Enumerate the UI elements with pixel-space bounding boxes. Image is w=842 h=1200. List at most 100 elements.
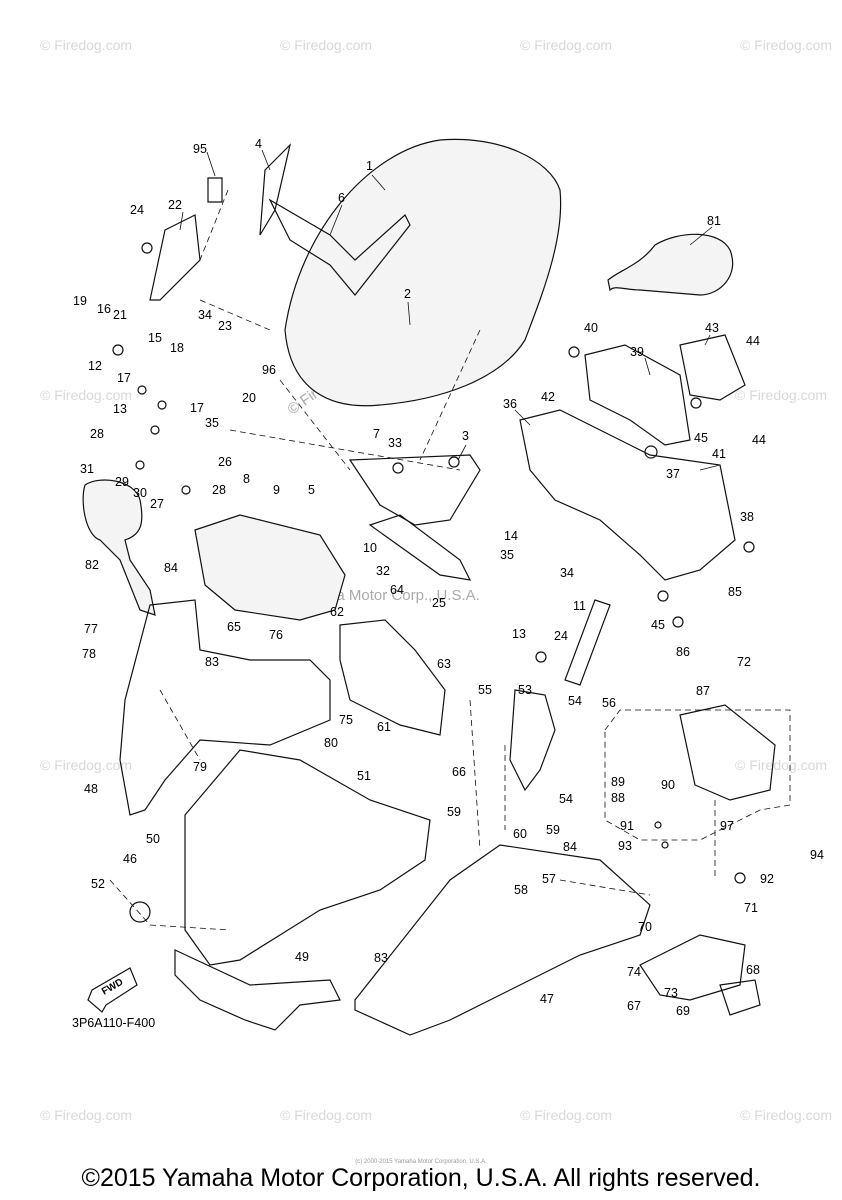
callout-62: 62 — [330, 605, 344, 619]
callout-45: 45 — [651, 618, 665, 632]
callout-66: 66 — [452, 765, 466, 779]
callout-72: 72 — [737, 655, 751, 669]
callout-11: 11 — [573, 599, 586, 613]
windscreen-part — [284, 138, 562, 407]
callout-63: 63 — [437, 657, 451, 671]
callout-22: 22 — [168, 198, 182, 212]
callout-8: 8 — [243, 472, 250, 486]
callout-14: 14 — [504, 529, 518, 543]
watermark-text: © Firedog.com — [735, 387, 827, 403]
watermark-text: © Firedog.com — [740, 37, 832, 53]
callout-97: 97 — [720, 819, 734, 833]
callout-58: 58 — [514, 883, 528, 897]
callout-42: 42 — [541, 390, 555, 404]
ecu-box-part — [679, 704, 776, 801]
callout-46: 46 — [123, 852, 137, 866]
relay-box-part — [194, 514, 346, 621]
callout-17: 17 — [190, 401, 204, 415]
callout-27: 27 — [150, 497, 164, 511]
front-cowling-part — [184, 749, 431, 966]
callout-85: 85 — [728, 585, 742, 599]
callout-28: 28 — [212, 483, 226, 497]
callout-13: 13 — [113, 402, 127, 416]
callout-29: 29 — [115, 475, 129, 489]
stay-bracket-part — [519, 409, 736, 581]
callout-41: 41 — [712, 447, 726, 461]
watermark-text: © Firedog.com — [520, 37, 612, 53]
watermark-text: © Firedog.com — [520, 1107, 612, 1123]
watermark-text: © Firedog.com — [40, 757, 132, 773]
callout-90: 90 — [661, 778, 675, 792]
callout-86: 86 — [676, 645, 690, 659]
callout-10: 10 — [363, 541, 377, 555]
callout-17: 17 — [117, 371, 131, 385]
callout-69: 69 — [676, 1004, 690, 1018]
callout-78: 78 — [82, 647, 96, 661]
callout-45: 45 — [694, 431, 708, 445]
callout-88: 88 — [611, 791, 625, 805]
copyright-notice: ©2015 Yamaha Motor Corporation, U.S.A. A… — [81, 1164, 761, 1192]
fasteners — [112, 242, 755, 923]
bracket-part — [719, 979, 761, 1016]
caution-label-part — [207, 177, 223, 203]
watermark-text: © Firedog.com — [735, 757, 827, 773]
callout-48: 48 — [84, 782, 98, 796]
callout-80: 80 — [324, 736, 338, 750]
callout-34: 34 — [198, 308, 212, 322]
callout-43: 43 — [705, 321, 719, 335]
callout-55: 55 — [478, 683, 492, 697]
callout-32: 32 — [376, 564, 390, 578]
watermark-text: © Firedog.com — [280, 37, 372, 53]
callout-82: 82 — [85, 558, 99, 572]
watermark-text: © Firedog.com — [740, 1107, 832, 1123]
callout-12: 12 — [88, 359, 102, 373]
callout-91: 91 — [620, 819, 634, 833]
inner-panel-part — [339, 619, 446, 736]
callout-15: 15 — [148, 331, 162, 345]
left-mirror-part — [82, 479, 156, 616]
callout-70: 70 — [638, 920, 652, 934]
fine-print: (c) 2000-2015 Yamaha Motor Corporation, … — [355, 1159, 487, 1165]
callout-53: 53 — [518, 683, 532, 697]
right-mirror-part — [607, 233, 734, 296]
callout-74: 74 — [627, 965, 641, 979]
callout-59: 59 — [546, 823, 560, 837]
callout-84: 84 — [563, 840, 577, 854]
callout-67: 67 — [627, 999, 641, 1013]
callout-95: 95 — [193, 142, 207, 156]
callout-73: 73 — [664, 986, 678, 1000]
callout-21: 21 — [113, 308, 127, 322]
callout-20: 20 — [242, 391, 256, 405]
callout-87: 87 — [696, 684, 710, 698]
meter-panel-part — [584, 344, 691, 446]
callout-60: 60 — [513, 827, 527, 841]
callout-84: 84 — [164, 561, 178, 575]
callout-1: 1 — [366, 159, 373, 173]
callout-57: 57 — [542, 872, 556, 886]
callout-2: 2 — [404, 287, 411, 301]
callout-65: 65 — [227, 620, 241, 634]
callout-34: 34 — [560, 566, 574, 580]
callout-3: 3 — [462, 429, 469, 443]
callout-44: 44 — [752, 433, 766, 447]
bracket-part — [639, 934, 746, 1001]
callout-83: 83 — [374, 951, 388, 965]
callout-49: 49 — [295, 950, 309, 964]
callout-37: 37 — [666, 467, 680, 481]
lower-cowling-part — [174, 949, 341, 1031]
callout-30: 30 — [133, 486, 147, 500]
callout-26: 26 — [218, 455, 232, 469]
callout-68: 68 — [746, 963, 760, 977]
callout-96: 96 — [262, 363, 276, 377]
callout-35: 35 — [205, 416, 219, 430]
strip-part — [564, 599, 611, 686]
callout-39: 39 — [630, 345, 644, 359]
ecu-bracket-outline — [604, 709, 791, 841]
callout-18: 18 — [170, 341, 184, 355]
mirror-bracket-part — [259, 143, 411, 296]
callout-40: 40 — [584, 321, 598, 335]
callout-50: 50 — [146, 832, 160, 846]
callout-56: 56 — [602, 696, 616, 710]
diagram-code: 3P6A110-F400 — [72, 1016, 155, 1030]
callout-76: 76 — [269, 628, 283, 642]
